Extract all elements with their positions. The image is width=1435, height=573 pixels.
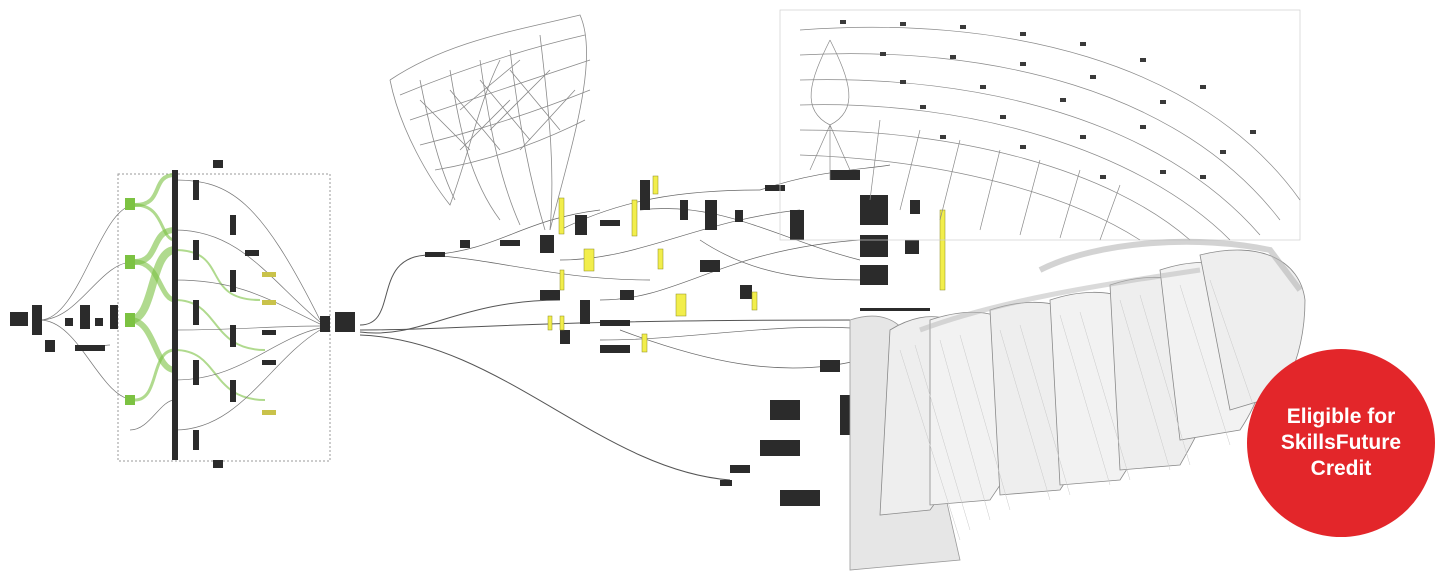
wireframe-shell — [389, 14, 591, 231]
connecting-wires — [359, 254, 861, 481]
structural-nodes — [840, 20, 1256, 179]
node-stacks-left — [125, 160, 355, 468]
badge-line-2: SkillsFuture — [1280, 431, 1402, 454]
badge-line-1: Eligible for — [1286, 405, 1396, 428]
badge-text: Eligible for SkillsFuture Credit — [1266, 404, 1416, 482]
definition-group-box — [117, 173, 331, 462]
structural-line-drawing — [779, 9, 1301, 241]
skillsfuture-badge: Eligible for SkillsFuture Credit — [1247, 349, 1435, 537]
stadium-shell-render — [849, 238, 1306, 571]
badge-line-3: Credit — [1310, 457, 1372, 480]
green-wire-bundle — [129, 173, 266, 402]
input-cluster-left — [10, 305, 118, 352]
